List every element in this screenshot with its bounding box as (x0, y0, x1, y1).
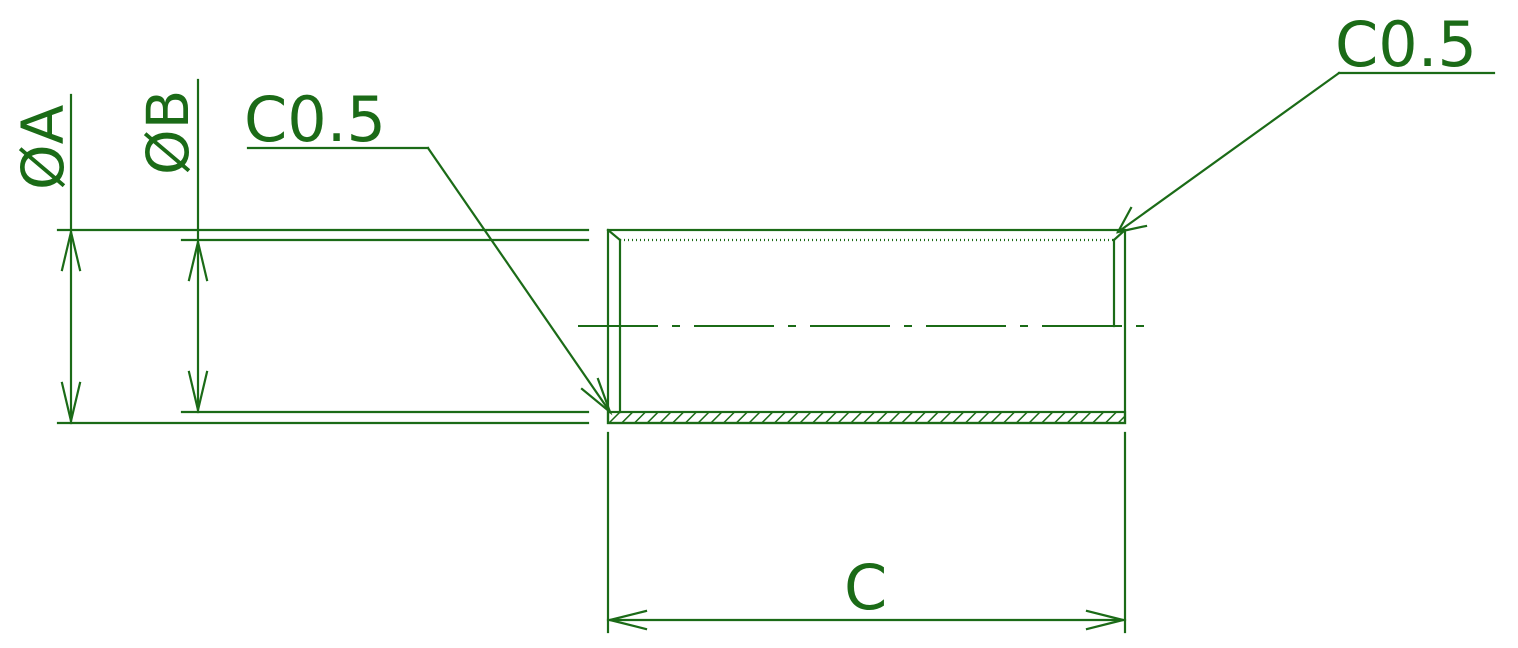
label-dim-outer: ØA (9, 104, 77, 190)
label-chamfer-right: C0.5 (1335, 8, 1477, 81)
label-dim-inner: ØB (134, 90, 202, 175)
part-body (578, 228, 1157, 425)
hatched-wall-section (606, 410, 1127, 425)
leader-chamfer-right (1115, 71, 1496, 234)
extension-lines (56, 228, 1127, 634)
dimension-length (606, 609, 1127, 631)
dimension-outer-diameter (60, 93, 82, 425)
label-chamfer-left: C0.5 (244, 83, 386, 156)
dimension-inner-diameter (187, 78, 209, 414)
label-dim-length: C (844, 551, 887, 624)
leader-chamfer-left (246, 146, 613, 416)
